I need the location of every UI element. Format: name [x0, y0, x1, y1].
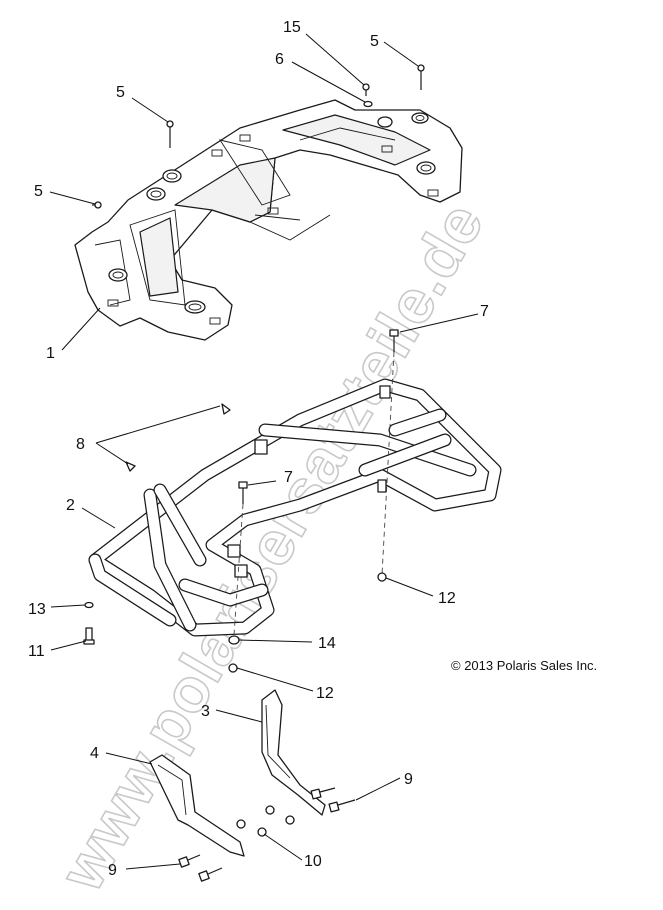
bolt-9-right-b — [328, 799, 356, 813]
screw-5-left — [92, 201, 102, 209]
bolt-7-top — [389, 329, 399, 352]
callout-11: 11 — [28, 643, 45, 660]
screw-5-left-top — [166, 120, 174, 148]
nut-12-right — [377, 572, 387, 582]
callout-8: 8 — [76, 436, 85, 453]
assembly-line-7-12 — [381, 351, 395, 576]
washer-13 — [84, 601, 94, 609]
bolt-9-right-a — [310, 787, 336, 800]
callout-14: 14 — [318, 635, 336, 652]
nuts-10 — [236, 805, 295, 837]
callout-3: 3 — [201, 703, 210, 720]
assembly-line-7-14 — [233, 503, 244, 636]
copyright-notice: © 2013 Polaris Sales Inc. — [451, 658, 597, 673]
callout-10: 10 — [304, 853, 322, 870]
rack-cover-part-1 — [74, 99, 463, 341]
bracket-part-4 — [149, 754, 245, 857]
callout-6: 6 — [275, 51, 284, 68]
nut-12-lower — [228, 663, 238, 673]
callout-9-right: 9 — [404, 771, 413, 788]
callout-13: 13 — [28, 601, 46, 618]
washer-14 — [228, 635, 240, 645]
leader-lines — [49, 33, 479, 870]
washer-6 — [363, 100, 373, 108]
pin-8-top — [221, 403, 231, 415]
callout-12-right: 12 — [438, 590, 456, 607]
callout-7-top: 7 — [480, 303, 489, 320]
callout-4: 4 — [90, 745, 99, 762]
bolt-9-left-a — [178, 854, 201, 868]
callout-9-left: 9 — [108, 862, 117, 879]
callout-7-middle: 7 — [284, 469, 293, 486]
callout-5-top-right: 5 — [370, 33, 379, 50]
pin-8-bottom — [125, 461, 136, 472]
callout-5-top-left: 5 — [116, 84, 125, 101]
screw-5-top-right — [417, 64, 425, 90]
bolt-9-left-b — [198, 867, 223, 882]
rack-frame-part-2 — [88, 378, 502, 637]
callout-1: 1 — [46, 345, 55, 362]
screw-15 — [362, 83, 370, 96]
bolt-7-middle — [238, 481, 248, 504]
callout-2: 2 — [66, 497, 75, 514]
bracket-part-3 — [261, 689, 326, 816]
callout-12-lower: 12 — [316, 685, 334, 702]
callout-15: 15 — [283, 19, 301, 36]
callout-5-left: 5 — [34, 183, 43, 200]
